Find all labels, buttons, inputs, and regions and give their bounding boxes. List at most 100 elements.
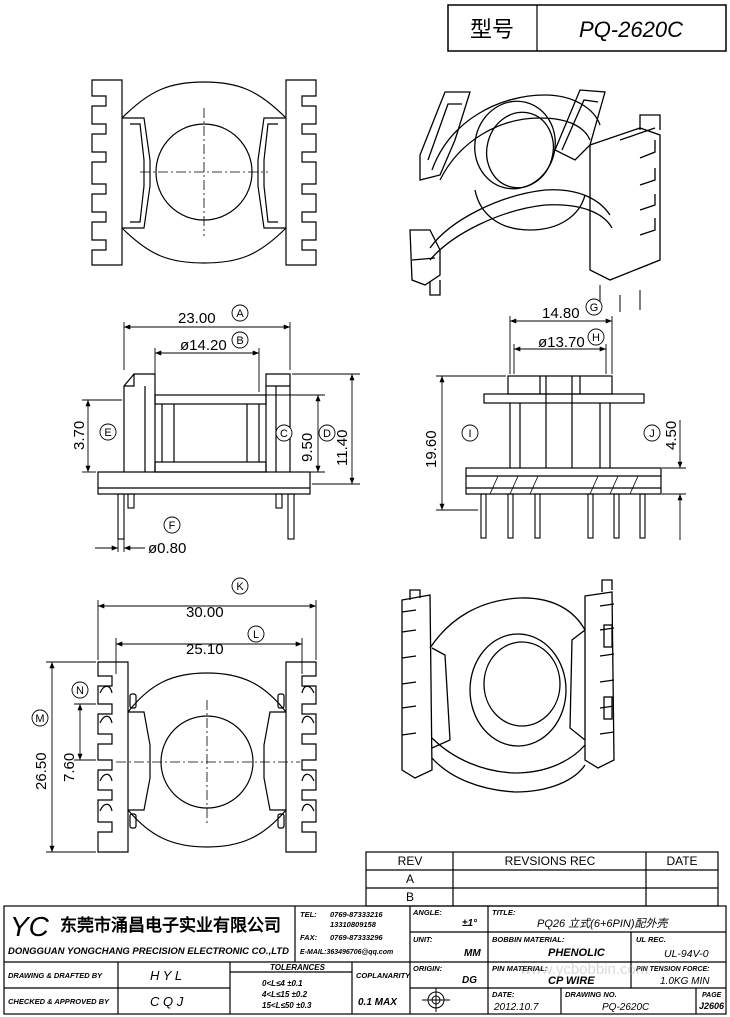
drawn-by-value: H Y L (150, 968, 182, 983)
dim-H: ø13.70 (538, 334, 585, 351)
dim-K: 30.00 (186, 604, 224, 621)
callout-G (585, 298, 603, 316)
callout-N (71, 681, 89, 699)
top-view (91, 79, 317, 266)
page-value: J2606 (699, 1001, 725, 1011)
callout-E (99, 423, 117, 441)
unit-label: UNIT: (413, 935, 433, 944)
dim-C: 9.50 (299, 433, 316, 462)
angle-label: ANGLE: (412, 908, 442, 917)
callout-H (587, 328, 605, 346)
front-view-dimensions (82, 322, 360, 552)
side-view-dimensions (436, 316, 686, 540)
ul-value: UL-94V-0 (664, 948, 709, 960)
origin-value: DG (462, 975, 477, 986)
title-block-text: YC 东莞市涌昌电子实业有限公司 DONGGUAN YONGCHANG PREC… (8, 908, 725, 1013)
callout-letter-J: J (649, 428, 655, 440)
pin-tension-label: PIN TENSION FORCE: (636, 966, 710, 973)
unit-value: MM (464, 948, 481, 959)
rev-header: REV (398, 854, 423, 868)
callout-letter-B: B (236, 335, 243, 347)
callout-letter-M: M (35, 713, 44, 725)
callout-letter-G: G (590, 302, 599, 314)
dim-N: 7.60 (61, 753, 78, 782)
rec-header: REVSIONS REC (505, 854, 596, 868)
callout-letter-L: L (253, 629, 259, 641)
callout-M (31, 709, 49, 727)
date-value: 2012.10.7 (493, 1002, 539, 1013)
date-header: DATE (666, 854, 697, 868)
callout-K (231, 577, 249, 595)
drawing-no-label: DRAWING NO. (565, 990, 617, 999)
front-view (97, 373, 311, 540)
dim-E: 3.70 (71, 421, 88, 450)
fax-number: 0769-87333296 (330, 933, 383, 942)
tolerances-label: TOLERANCES (270, 963, 326, 972)
tel-number-1: 0769-87333216 (330, 910, 383, 919)
callout-D (318, 424, 336, 442)
pin-tension-value: 1.0KG MIN (660, 976, 710, 987)
callout-J (643, 424, 661, 442)
isometric-view-bottom (401, 579, 615, 793)
tolerance-1: 0<L≤4 ±0.1 (262, 979, 303, 988)
dim-M: 26.50 (33, 752, 50, 790)
tel-label: TEL: (300, 910, 317, 919)
tolerance-2: 4<L≤15 ±0.2 (261, 990, 308, 999)
dim-J: 4.50 (663, 421, 680, 450)
dim-I: 19.60 (423, 430, 440, 468)
callout-letter-A: A (236, 308, 244, 320)
tolerance-3: 15<L≤50 ±0.3 (262, 1001, 312, 1010)
callout-letter-F: F (169, 520, 176, 532)
dim-A: 23.00 (178, 310, 216, 327)
company-name-cn: 东莞市涌昌电子实业有限公司 (60, 915, 281, 935)
callout-letter-H: H (592, 332, 600, 344)
coplanarity-label: COPLANARITY (356, 971, 411, 980)
projection-symbol-icon (422, 988, 450, 1012)
callouts (31, 298, 661, 727)
tel-number-2: 13310809158 (330, 920, 377, 929)
checked-by-value: C Q J (150, 994, 184, 1009)
bobbin-material-label: BOBBIN MATERIAL: (492, 935, 565, 944)
callout-B (231, 331, 249, 349)
callout-A (231, 304, 249, 322)
callout-letter-C: C (280, 428, 288, 440)
callout-letter-D: D (323, 428, 331, 440)
email: E-MAIL:363496706@qq.com (300, 949, 393, 956)
ul-label: UL REC. (636, 935, 666, 944)
callout-letter-E: E (104, 427, 111, 439)
title-value: PQ26 立式(6+6PIN)配外壳 (537, 917, 670, 930)
date-label: DATE: (492, 990, 515, 999)
company-logo: YC (10, 911, 50, 942)
side-view (465, 375, 662, 539)
rev-row-a: A (406, 872, 414, 886)
callout-letters: A B C D E F G H I J K L M N (35, 302, 654, 725)
checked-by-label: CHECKED & APPROVED BY (8, 997, 110, 1006)
revision-table-text: REV REVSIONS REC DATE A B (398, 854, 698, 904)
callout-letter-I: I (468, 428, 471, 440)
title-block (3, 905, 727, 1015)
watermark: www.ycbobbin.com (519, 961, 648, 978)
coplanarity-value: 0.1 MAX (358, 997, 398, 1008)
dimension-values: 23.00 ø14.20 9.50 11.40 3.70 ø0.80 14.80… (33, 305, 680, 790)
dim-G: 14.80 (542, 305, 580, 322)
bobbin-material-value: PHENOLIC (548, 947, 606, 959)
title-label: TITLE: (492, 908, 516, 917)
header-box: 型号 PQ-2620C (447, 4, 727, 52)
pin-material-value: CP WIRE (548, 975, 595, 987)
rev-row-b: B (406, 890, 414, 904)
company-name-en: DONGGUAN YONGCHANG PRECISION ELECTRONIC … (8, 946, 289, 957)
bottom-view-dimensions (46, 600, 317, 853)
origin-label: ORIGIN: (413, 964, 443, 973)
callout-F (163, 516, 181, 534)
dim-D: 11.40 (334, 430, 351, 466)
fax-label: FAX: (300, 933, 318, 942)
dim-B: ø14.20 (180, 337, 227, 354)
pin-material-label: PIN MATERIAL: (492, 964, 548, 973)
callout-L (247, 625, 265, 643)
isometric-view-top (409, 89, 661, 312)
page-label: PAGE (702, 992, 722, 999)
dim-F: ø0.80 (148, 540, 186, 557)
angle-value: ±1° (462, 918, 478, 929)
header-label: 型号 (470, 17, 514, 42)
